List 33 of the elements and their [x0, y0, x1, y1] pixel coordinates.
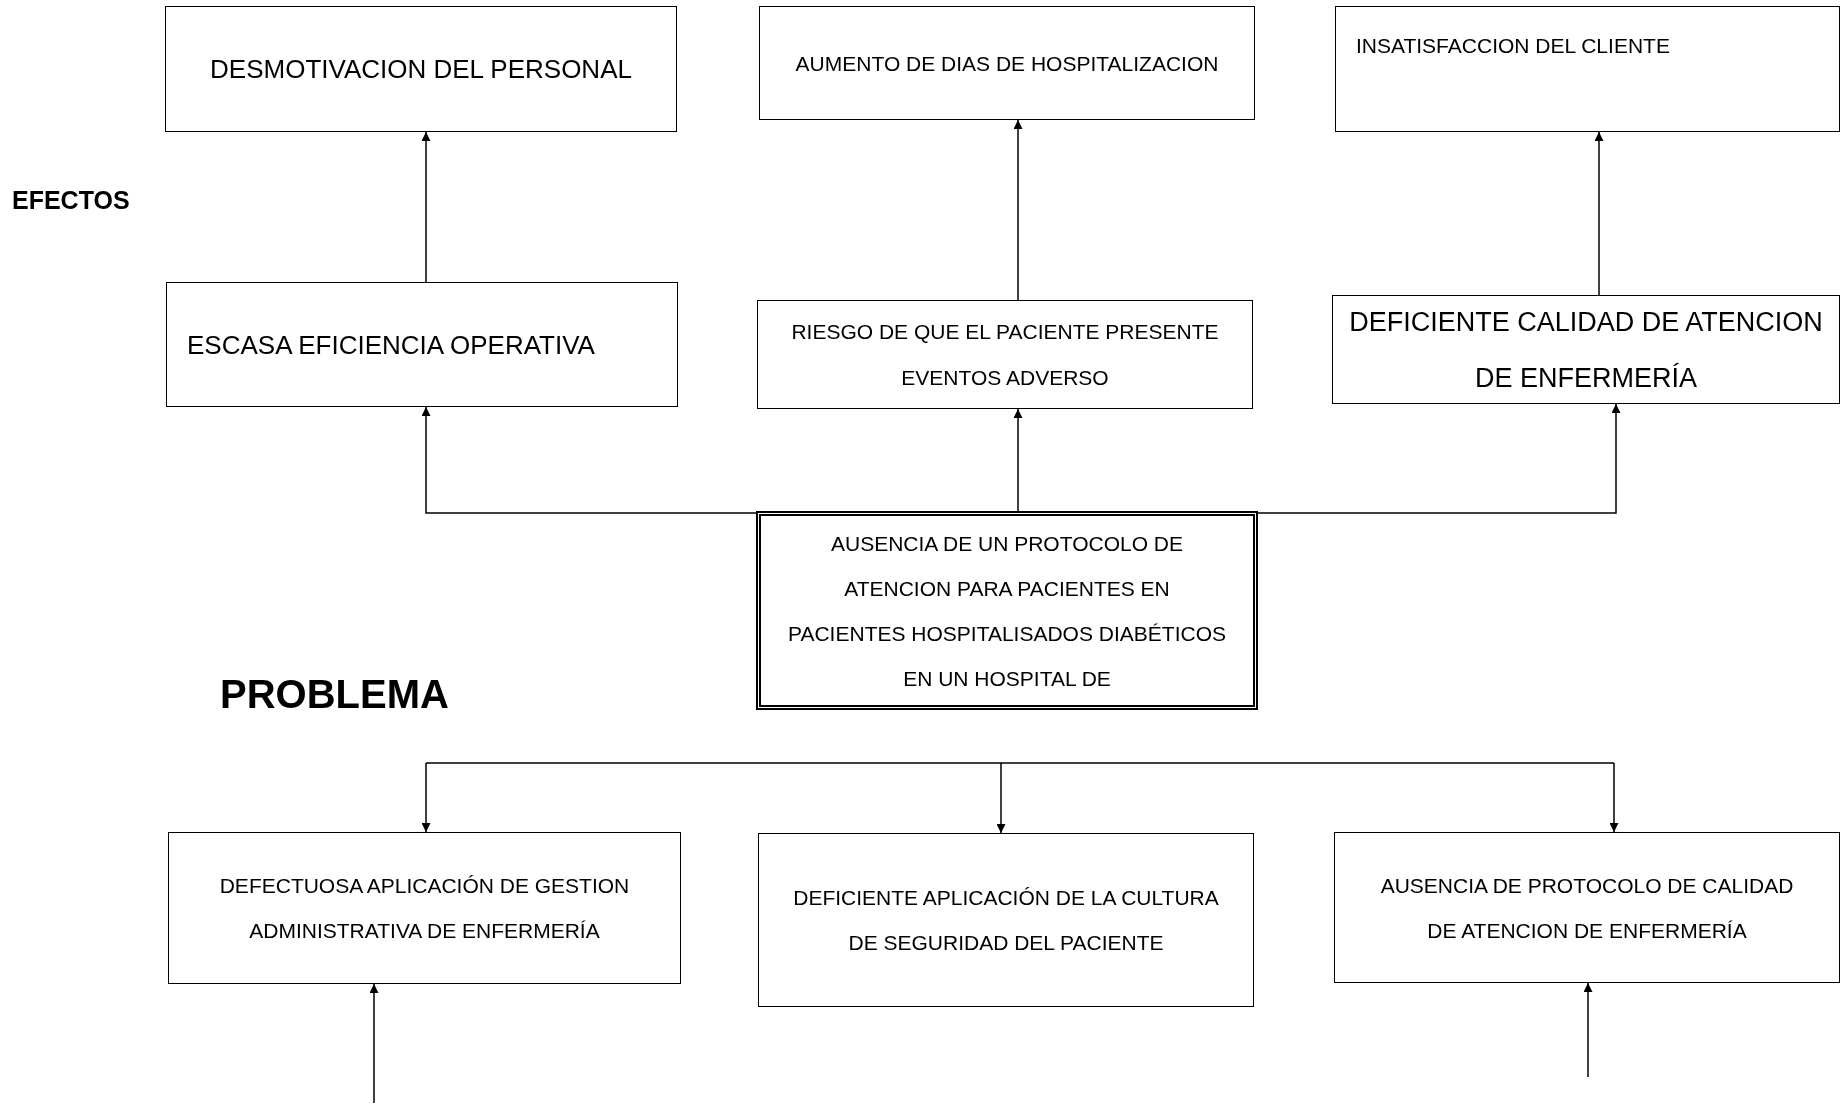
arrow	[421, 131, 431, 283]
section-heading: PROBLEMA	[220, 671, 449, 718]
text-box	[757, 300, 1253, 409]
arrow	[1013, 119, 1023, 301]
text-box	[1332, 295, 1840, 404]
arrow	[369, 983, 379, 1104]
arrow	[1594, 131, 1604, 296]
box-text: AUMENTO DE DIAS DE HOSPITALIZACION	[794, 50, 1220, 77]
box-text: DESMOTIVACION DEL PERSONAL	[209, 53, 633, 86]
box-text: ESCASA EFICIENCIA OPERATIVA	[187, 328, 596, 362]
box-text: AUSENCIA DE PROTOCOLO DE CALIDAD DE ATENCION DE ENFERMERÍA	[1379, 872, 1795, 944]
text-box	[758, 833, 1254, 1007]
arrow	[1583, 982, 1593, 1078]
box-text: RIESGO DE QUE EL PACIENTE PRESENTE EVENTOS ADVERSO	[790, 318, 1220, 391]
arrow	[1257, 403, 1621, 514]
text-box	[1334, 832, 1840, 983]
text-box	[759, 6, 1255, 120]
text-box	[756, 511, 1258, 710]
text-box	[1335, 6, 1840, 132]
box-text: AUSENCIA DE UN PROTOCOLO DE ATENCION PARA PACIENTES EN PACIENTES HOSPITALISADOS DIABÉTICOS EN UN HOSPITAL DE	[787, 530, 1227, 692]
section-label: EFECTOS	[12, 185, 130, 216]
arrow	[996, 762, 1006, 834]
box-text: INSATISFACCION DEL CLIENTE	[1356, 33, 1671, 59]
arrow	[421, 762, 431, 833]
text-box	[165, 6, 677, 132]
arrow	[1013, 408, 1023, 512]
arrow	[1609, 762, 1619, 833]
box-text: DEFICIENTE APLICACIÓN DE LA CULTURA DE SEGURIDAD DEL PACIENTE	[792, 885, 1220, 956]
text-box	[166, 282, 678, 407]
box-text: DEFICIENTE CALIDAD DE ATENCION DE ENFERMERÍA	[1348, 305, 1824, 395]
text-box	[168, 832, 681, 984]
box-text: DEFECTUOSA APLICACIÓN DE GESTION ADMINISTRATIVA DE ENFERMERÍA	[218, 873, 631, 944]
arrow	[421, 406, 757, 514]
